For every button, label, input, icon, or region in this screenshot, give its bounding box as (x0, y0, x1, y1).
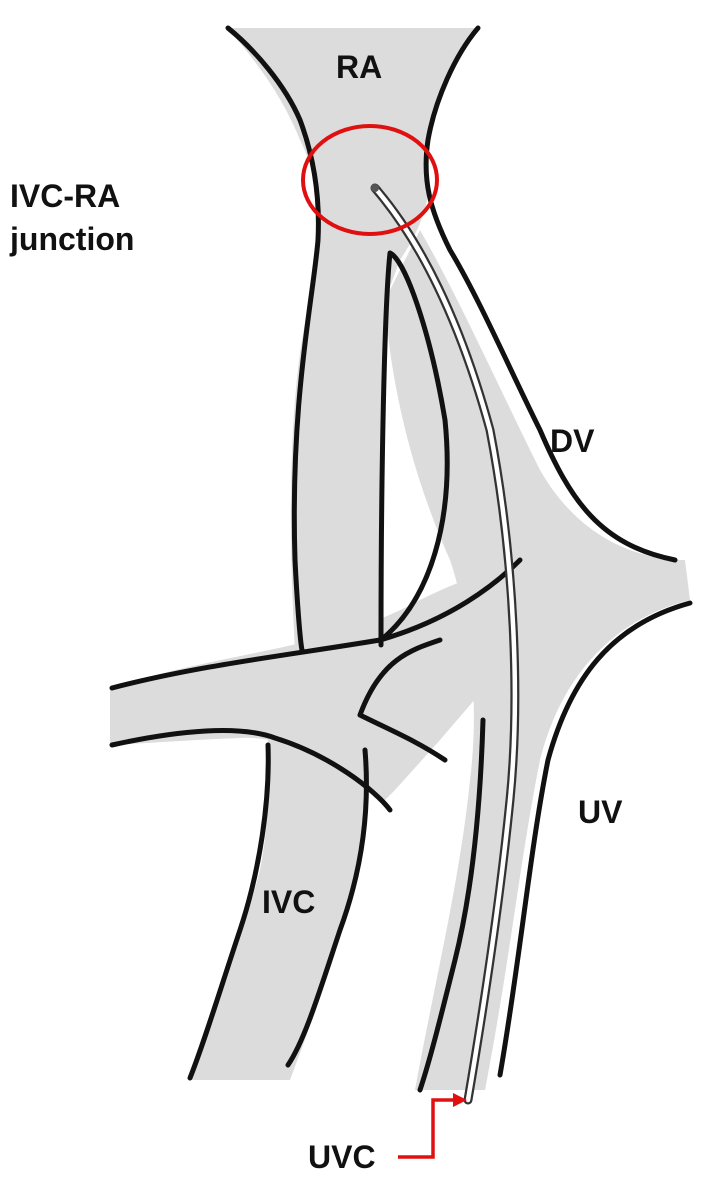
label-ra: RA (336, 49, 382, 85)
ra-ivc-vessel (228, 28, 478, 650)
vessel-walls (109, 25, 693, 1093)
label-dv: DV (550, 423, 595, 459)
dv-uv-vessel (385, 230, 690, 1090)
label-ivc: IVC (262, 884, 315, 920)
vessel-fills (110, 28, 690, 1090)
label-uvc: UVC (308, 1139, 376, 1175)
label-junction-line2: junction (9, 221, 134, 257)
uvc-pointer-arrow (398, 1093, 467, 1159)
label-uv: UV (578, 794, 623, 830)
label-junction-line1: IVC-RA (10, 178, 120, 214)
uvc-catheter (370, 183, 520, 1105)
junction-highlight-circle (301, 124, 439, 236)
ivc-lower-vessel (190, 740, 367, 1080)
portal-vessel (110, 570, 560, 800)
catheter-tip (371, 184, 379, 192)
